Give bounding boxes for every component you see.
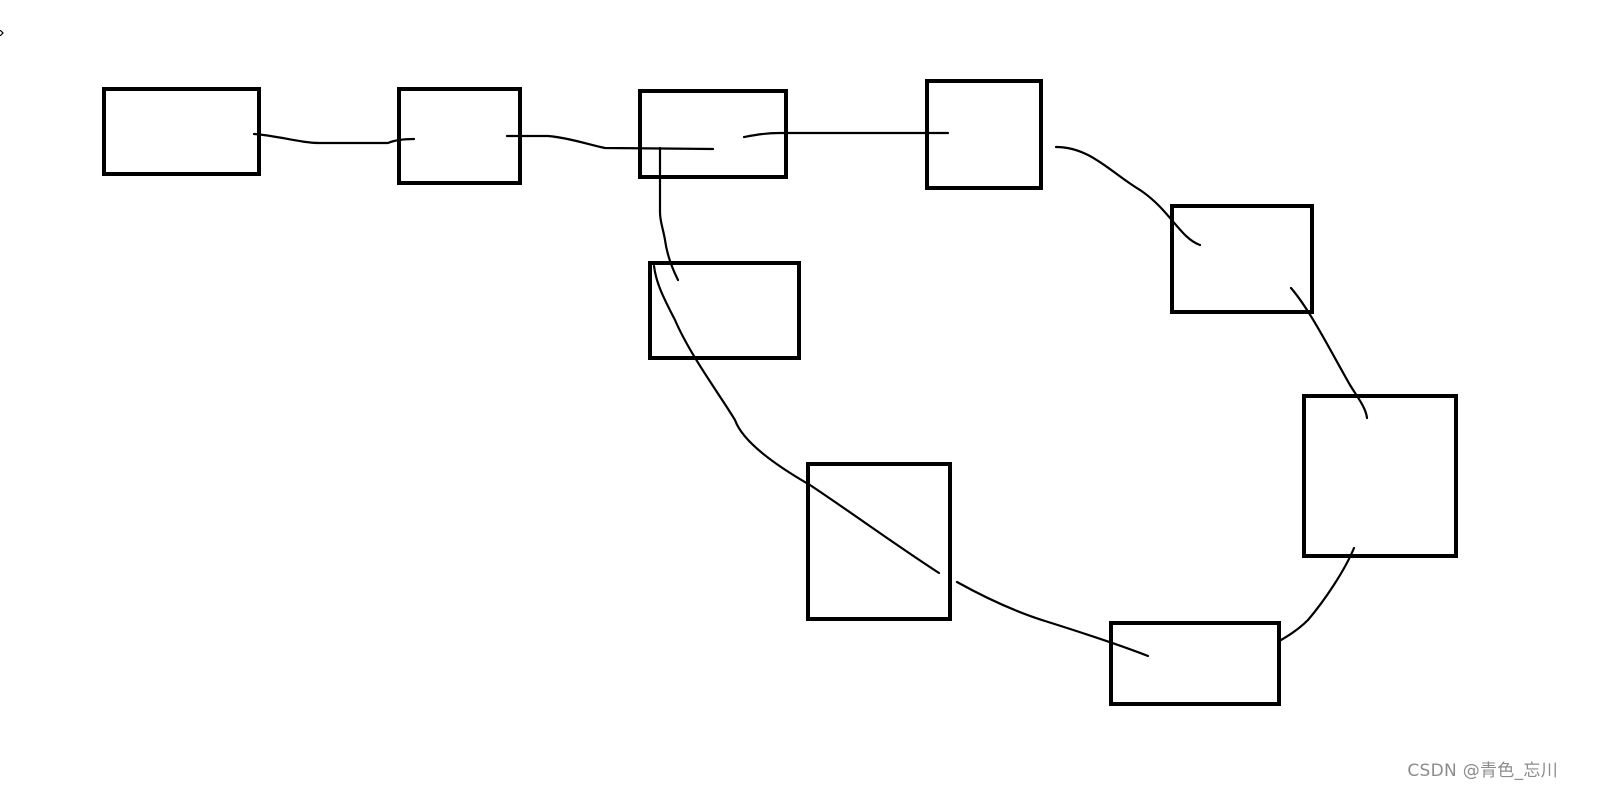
list-edge-pointer bbox=[252, 132, 416, 145]
edge-layer bbox=[252, 131, 1369, 658]
list-node-box bbox=[925, 79, 1043, 190]
list-node-box bbox=[102, 87, 261, 176]
list-node-box bbox=[1170, 204, 1314, 314]
list-edge-pointer bbox=[742, 131, 950, 139]
node-layer bbox=[102, 79, 1458, 706]
list-edge-pointer bbox=[955, 580, 1150, 658]
list-node-box bbox=[638, 89, 788, 179]
list-edge-pointer bbox=[1279, 546, 1356, 642]
corner-mark bbox=[0, 30, 4, 36]
list-node-box bbox=[397, 87, 522, 185]
watermark-text: CSDN @青色_忘川 bbox=[1407, 761, 1558, 781]
list-node-box bbox=[1109, 621, 1281, 706]
list-edge-pointer bbox=[1289, 286, 1369, 420]
list-edge-pointer bbox=[505, 134, 715, 151]
list-edge-pointer bbox=[652, 264, 941, 575]
list-node-box bbox=[648, 261, 801, 360]
list-node-box bbox=[1302, 394, 1458, 558]
list-edge-pointer bbox=[658, 146, 680, 282]
list-edge-pointer bbox=[1054, 145, 1202, 247]
list-node-box bbox=[806, 462, 952, 621]
